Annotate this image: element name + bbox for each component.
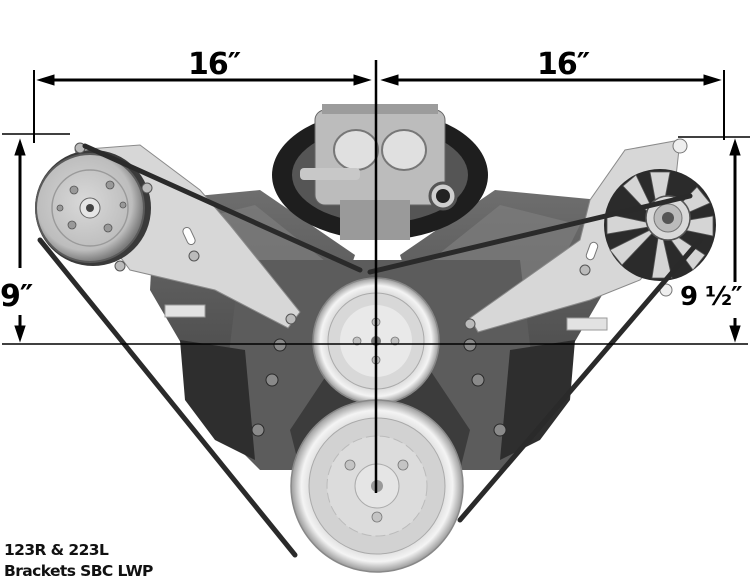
throttle-body bbox=[272, 104, 488, 240]
dimension-left-height: 9″ bbox=[0, 279, 33, 314]
dimension-lines bbox=[2, 60, 750, 493]
v-belt bbox=[37, 143, 703, 558]
caption-part-numbers: 123R & 223L bbox=[4, 541, 109, 559]
caption-description: Brackets SBC LWP bbox=[4, 562, 153, 580]
dimension-top-right: 16″ bbox=[537, 47, 590, 82]
dimension-top-left: 16″ bbox=[188, 47, 241, 82]
dimension-right-height: 9 ½″ bbox=[680, 282, 743, 312]
alternator bbox=[604, 169, 716, 281]
ac-compressor bbox=[35, 142, 153, 272]
